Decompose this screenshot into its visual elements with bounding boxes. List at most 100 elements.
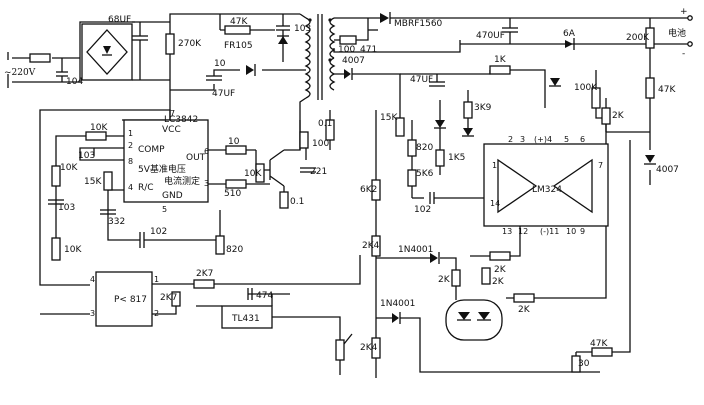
svg-text:OUT: OUT [186,153,206,163]
lower-feedback: 1N4001 2K 2K 2K 1N4001 2K [376,226,607,373]
svg-text:3: 3 [90,309,95,318]
indicator-leds: 1K5 3K9 [434,90,492,175]
snubber: 47K 103 FR105 [219,14,311,62]
svg-text:2K: 2K [492,277,505,287]
svg-text:13: 13 [502,227,512,236]
svg-text:221: 221 [310,167,327,177]
cap-47uf-right: 47UF 1K [400,55,546,108]
svg-text:2K4: 2K4 [362,241,380,251]
lm324-opamp: LM324 1 2 3 (+)4 5 6 7 14 13 12 (-)11 10… [483,135,609,236]
svg-text:102: 102 [150,227,167,237]
svg-text:820: 820 [416,143,433,153]
svg-text:4: 4 [90,275,95,284]
neg-terminal: - [682,49,685,59]
resistor-270k [165,33,175,55]
lm324-right-network: 100K 2K [549,70,625,144]
svg-text:103: 103 [58,203,75,213]
svg-text:2K: 2K [438,275,451,285]
tl431-shunt: TL431 474 [196,255,361,375]
voltage-divider-right: 200K 47K 4007 [606,18,679,185]
svg-text:2: 2 [128,141,133,150]
svg-text:270K: 270K [178,39,202,49]
svg-text:47K: 47K [230,17,248,27]
svg-text:FR105: FR105 [224,41,253,51]
svg-text:10: 10 [228,137,240,147]
battery-terminals: + - 电池 [668,7,693,59]
svg-text:47K: 47K [590,339,608,349]
bulk-cap-68uf: 68UF [108,15,148,80]
svg-text:10: 10 [214,59,226,69]
svg-text:2K7: 2K7 [196,269,213,279]
optocoupler-pc817: P< 817 4 3 1 2 2K7 2K7 [40,269,215,327]
svg-text:100: 100 [338,45,355,55]
svg-text:LM324: LM324 [532,185,562,195]
svg-text:471: 471 [360,45,377,55]
svg-text:P< 817: P< 817 [114,295,147,305]
svg-text:4007: 4007 [342,56,365,66]
svg-text:2K: 2K [612,111,625,121]
cap-104-label: 104 [66,77,83,87]
svg-text:474: 474 [256,291,273,301]
mosfet-switch: 10K 100 221 0.1 0.1 [244,110,335,209]
svg-text:R/C: R/C [138,183,154,193]
svg-text:10K: 10K [244,169,262,179]
svg-text:200K: 200K [626,33,650,43]
svg-text:5K6: 5K6 [416,169,434,179]
svg-text:3: 3 [204,179,209,188]
svg-text:3: 3 [520,135,525,144]
svg-text:1K: 1K [494,55,507,65]
svg-text:10: 10 [566,227,576,236]
svg-text:4007: 4007 [656,165,679,175]
transformer [299,13,336,150]
battery-label: 电池 [668,27,686,39]
svg-text:15K: 15K [380,113,398,123]
svg-text:100: 100 [312,139,329,149]
svg-text:12: 12 [518,227,528,236]
svg-text:7: 7 [598,161,603,170]
svg-text:102: 102 [414,205,431,215]
svg-text:1: 1 [154,275,159,284]
svg-text:(+)4: (+)4 [534,135,552,144]
svg-text:2K: 2K [518,305,531,315]
svg-text:10K: 10K [64,245,82,255]
svg-text:30: 30 [578,359,590,369]
svg-text:6K2: 6K2 [360,185,377,195]
mains-voltage-label: ~220V [4,68,36,78]
svg-text:47UF: 47UF [410,75,433,85]
svg-text:10K: 10K [90,123,108,133]
pos-terminal: + [680,7,688,17]
svg-text:1: 1 [492,161,497,170]
bottom-right-sense: 47K 30 [571,140,631,373]
svg-text:3K9: 3K9 [474,103,492,113]
svg-text:(-)11: (-)11 [540,227,559,236]
svg-text:6A: 6A [563,29,576,39]
svg-text:4: 4 [128,183,133,192]
bridge-rectifier [81,21,170,81]
svg-text:TL431: TL431 [231,314,260,324]
svg-text:GND: GND [162,191,183,201]
svg-text:15K: 15K [84,177,102,187]
svg-text:5: 5 [162,205,167,214]
svg-text:100K: 100K [574,83,598,93]
pwm-controller-ic: VCC LC3842 COMP 5V基准电压 OUT 电流测定 R/C GND … [123,109,209,214]
svg-text:LC3842: LC3842 [164,115,198,125]
svg-text:1N4001: 1N4001 [380,299,415,309]
svg-text:47UF: 47UF [212,89,235,99]
svg-text:2: 2 [508,135,513,144]
svg-text:5: 5 [564,135,569,144]
svg-text:2K7: 2K7 [160,293,177,303]
svg-text:470UF: 470UF [476,31,505,41]
svg-text:6: 6 [204,147,209,156]
svg-text:7: 7 [170,109,175,118]
aux-supply: 10 47UF 4007 [170,56,401,100]
svg-text:6: 6 [580,135,585,144]
svg-text:VCC: VCC [162,125,181,135]
svg-text:510: 510 [224,189,241,199]
svg-text:9: 9 [580,227,585,236]
cap-470uf: 470UF [460,18,690,45]
svg-text:1N4001: 1N4001 [398,245,433,255]
svg-text:2K4: 2K4 [360,343,378,353]
svg-text:103: 103 [78,151,95,161]
svg-text:0.1: 0.1 [318,119,332,129]
